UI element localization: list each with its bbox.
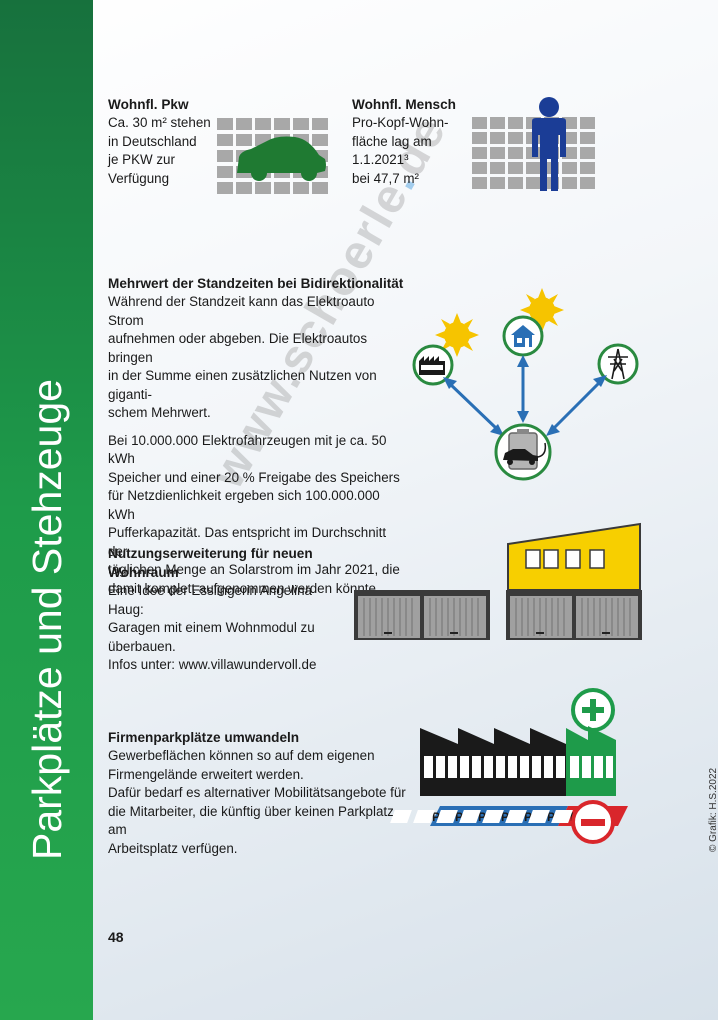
living-title: Wohnraum: [108, 565, 179, 580]
parking-letter: P: [432, 810, 440, 824]
car-grid-illustration: [217, 118, 328, 194]
company-line: Dafür bedarf es alternativer Mobilitätsa…: [108, 785, 406, 800]
arrow-lines: [447, 361, 603, 431]
company-line: Firmengelände erweitert werden.: [108, 766, 304, 782]
person-area-line: fläche lag am: [352, 133, 432, 149]
bidi-line: Bei 10.000.000 Elektrofahrzeugen mit je …: [108, 432, 387, 467]
page-number: 48: [108, 929, 124, 945]
person-icon: [532, 97, 566, 191]
company-line: Gewerbeflächen können so auf dem eigenen: [108, 748, 375, 763]
parking-letter: P: [478, 810, 486, 824]
copyright: © Grafik: H.S.2022: [708, 767, 718, 852]
bidi-line: Pufferkapazität. Das entspricht im Durch…: [108, 525, 387, 559]
power-pylon-circle-icon: [597, 343, 639, 385]
car-area-line: Ca. 30 m² stehen: [108, 115, 211, 130]
car-area-line: je PKW zur: [108, 152, 175, 167]
house-circle-icon: [502, 315, 544, 357]
living-line: Infos unter: www.villawundervoll.de: [108, 657, 317, 672]
garage-with-module-icon: [506, 522, 642, 640]
sidebar-title: Parkplätze und Stehzeuge: [24, 379, 70, 860]
parking-letter: P: [547, 810, 555, 824]
bidi-line: Speicher und einer 20 % Freigabe des Spe…: [108, 469, 400, 485]
living-text: Nutzungserweiterung für neuen Wohnraum E…: [108, 544, 348, 675]
bidi-line: schem Mehrwert.: [108, 405, 211, 420]
bidi-line: in der Summe einen zusätzlichen Nutzen v…: [108, 368, 377, 402]
company-text: Firmenparkplätze umwandeln Gewerbefläche…: [108, 728, 408, 858]
person-grid-illustration: [472, 97, 595, 191]
minus-icon: [571, 800, 615, 844]
sun-icon: [435, 313, 479, 357]
living-line: Eine Idee der Esslingerin Angelina Haug:: [108, 583, 312, 617]
parking-letter: P: [524, 810, 532, 824]
car-icon: [237, 136, 326, 181]
car-area-text: Wohnfl. Pkw Ca. 30 m² stehen in Deutschl…: [108, 95, 218, 188]
person-area-line: bei 47,7 m²: [352, 170, 419, 186]
person-area-line: 1.1.2021³: [352, 152, 409, 167]
bidi-line: Während der Standzeit kann das Elektroau…: [108, 294, 375, 328]
parking-letter: P: [501, 810, 509, 824]
company-parking-illustration: P P P P P P P P: [390, 688, 628, 844]
bidi-line: für Netzdienlichkeit ergeben sich 100.00…: [108, 488, 380, 522]
bidi-text: Mehrwert der Standzeiten bei Bidirektion…: [108, 274, 408, 598]
company-line: die Mitarbeiter, die künftig über keinen…: [108, 803, 394, 838]
person-area-text: Wohnfl. Mensch Pro-Kopf-Wohn- fläche lag…: [352, 95, 472, 188]
bidi-line: damit komplett aufgenommen werden könnte…: [108, 580, 380, 596]
battery-car-circle-icon: [494, 423, 552, 481]
bidi-title: Mehrwert der Standzeiten bei Bidirektion…: [108, 276, 404, 291]
bidi-diagram: [412, 288, 639, 481]
living-line: überbauen.: [108, 638, 176, 654]
sidebar: Parkplätze und Stehzeuge: [0, 0, 93, 1020]
living-line: Garagen mit einem Wohnmodul zu: [108, 620, 315, 635]
bidi-line: täglichen Menge an Solarstrom im Jahr 20…: [108, 562, 400, 577]
person-area-title: Wohnfl. Mensch: [352, 97, 456, 112]
arrow-heads: [443, 355, 607, 436]
plus-icon: [571, 688, 615, 732]
parking-signs: P P P P P P P P: [390, 810, 601, 824]
person-area-line: Pro-Kopf-Wohn-: [352, 115, 449, 130]
company-title: Firmenparkplätze umwandeln: [108, 730, 300, 745]
parking-letter: P: [455, 810, 463, 824]
bidi-line: aufnehmen oder abgeben. Die Elektroautos…: [108, 331, 368, 365]
garage-illustration: [354, 522, 642, 640]
living-title: Nutzungserweiterung für neuen: [108, 546, 313, 561]
car-area-title: Wohnfl. Pkw: [108, 97, 189, 112]
garage-icon: [354, 590, 490, 640]
car-area-line: in Deutschland: [108, 133, 197, 149]
factory-icon: [420, 726, 616, 796]
factory-circle-icon: [412, 344, 454, 386]
company-line: Arbeitsplatz verfügen.: [108, 840, 238, 856]
car-area-line: Verfügung: [108, 170, 170, 186]
